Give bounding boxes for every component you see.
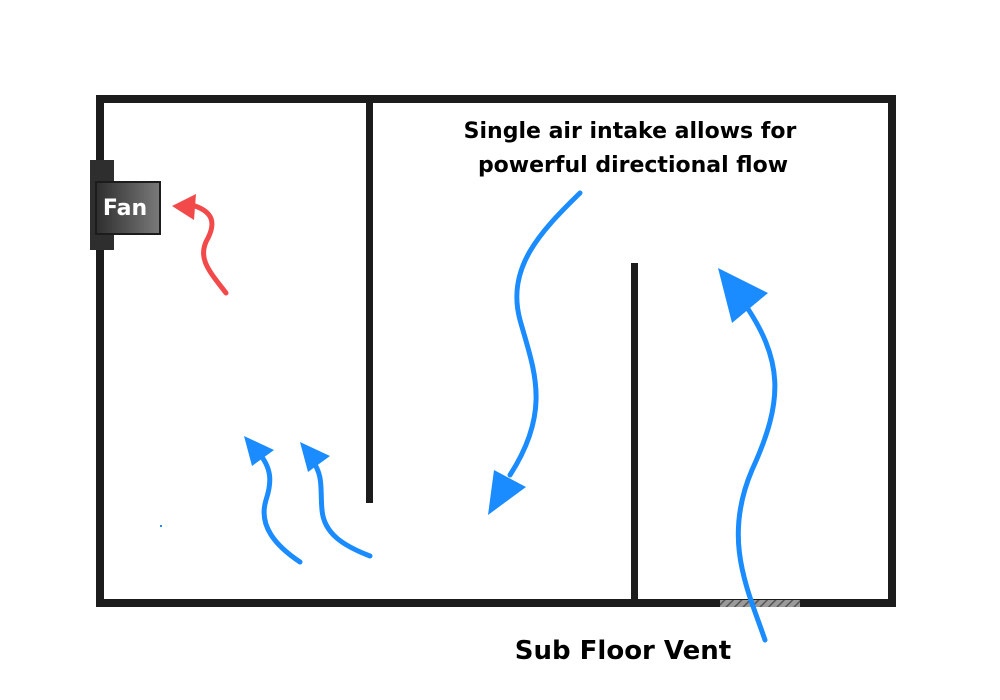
sub-floor-vent-label: Sub Floor Vent [515, 636, 731, 666]
sub-floor-vent [720, 600, 800, 607]
exhaust-arrowhead [172, 194, 196, 220]
fan-unit: Fan [90, 160, 161, 250]
top-wall [96, 95, 896, 103]
flow-note-line-2: powerful directional flow [478, 153, 788, 178]
right-wall [888, 95, 896, 607]
interior-partition-left [366, 100, 373, 503]
intake-flow-arrow-vent [718, 268, 778, 643]
flow-dot [160, 525, 162, 527]
fan-label: Fan [103, 196, 147, 221]
intake-flow-arrow-small-2 [300, 442, 373, 559]
fan-box [95, 181, 161, 235]
left-wall [96, 95, 104, 607]
intake-flow-arrow-down [488, 190, 583, 515]
building-walls [96, 95, 896, 607]
interior-partition-right [631, 263, 638, 603]
exhaust-flow-arrow [172, 194, 229, 296]
bottom-wall [96, 599, 896, 607]
intake-flow-arrow-small-1 [244, 436, 303, 565]
flow-note-line-1: Single air intake allows for [464, 119, 797, 144]
